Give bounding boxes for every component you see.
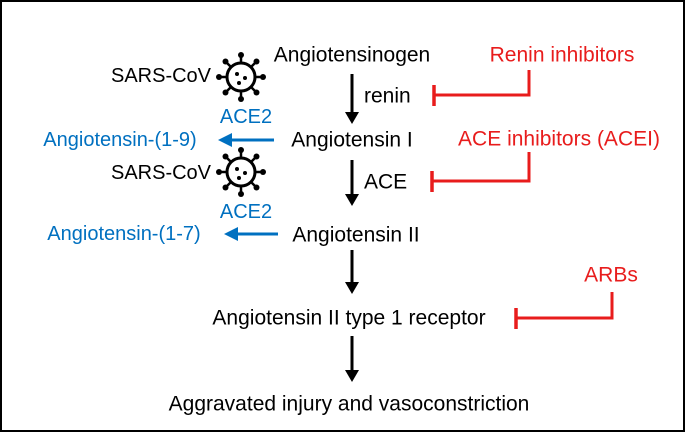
arrowhead <box>218 133 232 147</box>
arrowhead <box>224 227 238 241</box>
arrowhead <box>345 370 359 382</box>
virus-icon <box>216 52 266 102</box>
sars-cov-label: SARS-CoV <box>110 162 212 184</box>
at1-receptor-label: Angiotensin II type 1 receptor <box>212 306 486 330</box>
angiotensin-1-9-label: Angiotensin-(1-9) <box>43 129 197 151</box>
arbs-label: ARBs <box>584 263 638 287</box>
inhibition-lines <box>430 70 614 329</box>
angiotensin-1-7-label: Angiotensin-(1-7) <box>47 223 201 245</box>
arrowhead <box>345 282 359 294</box>
sars-cov-label: SARS-CoV <box>110 65 212 87</box>
renin-label: renin <box>364 84 411 108</box>
ace-inhibition-line <box>430 152 531 192</box>
renin-inhibitors-label: Renin inhibitors <box>489 43 635 67</box>
ace-inhibitors-label: ACE inhibitors (ACEI) <box>458 127 660 151</box>
renin-inhibition-line <box>432 70 531 106</box>
arrowhead <box>345 112 359 124</box>
angiotensin-ii-label: Angiotensin II <box>292 223 420 247</box>
arrowhead <box>345 194 359 206</box>
angiotensin-i-label: Angiotensin I <box>291 128 413 152</box>
main-arrows <box>345 74 359 382</box>
outcome-label: Aggravated injury and vasoconstriction <box>168 392 530 416</box>
angiotensinogen-label: Angiotensinogen <box>273 43 431 67</box>
ace2-label: ACE2 <box>219 201 273 223</box>
ace2-arrows <box>218 133 278 241</box>
ace2-label: ACE2 <box>219 106 273 128</box>
arbs-inhibition-line <box>514 292 614 329</box>
virus-icon <box>216 147 266 197</box>
ace-label: ACE <box>364 170 408 194</box>
